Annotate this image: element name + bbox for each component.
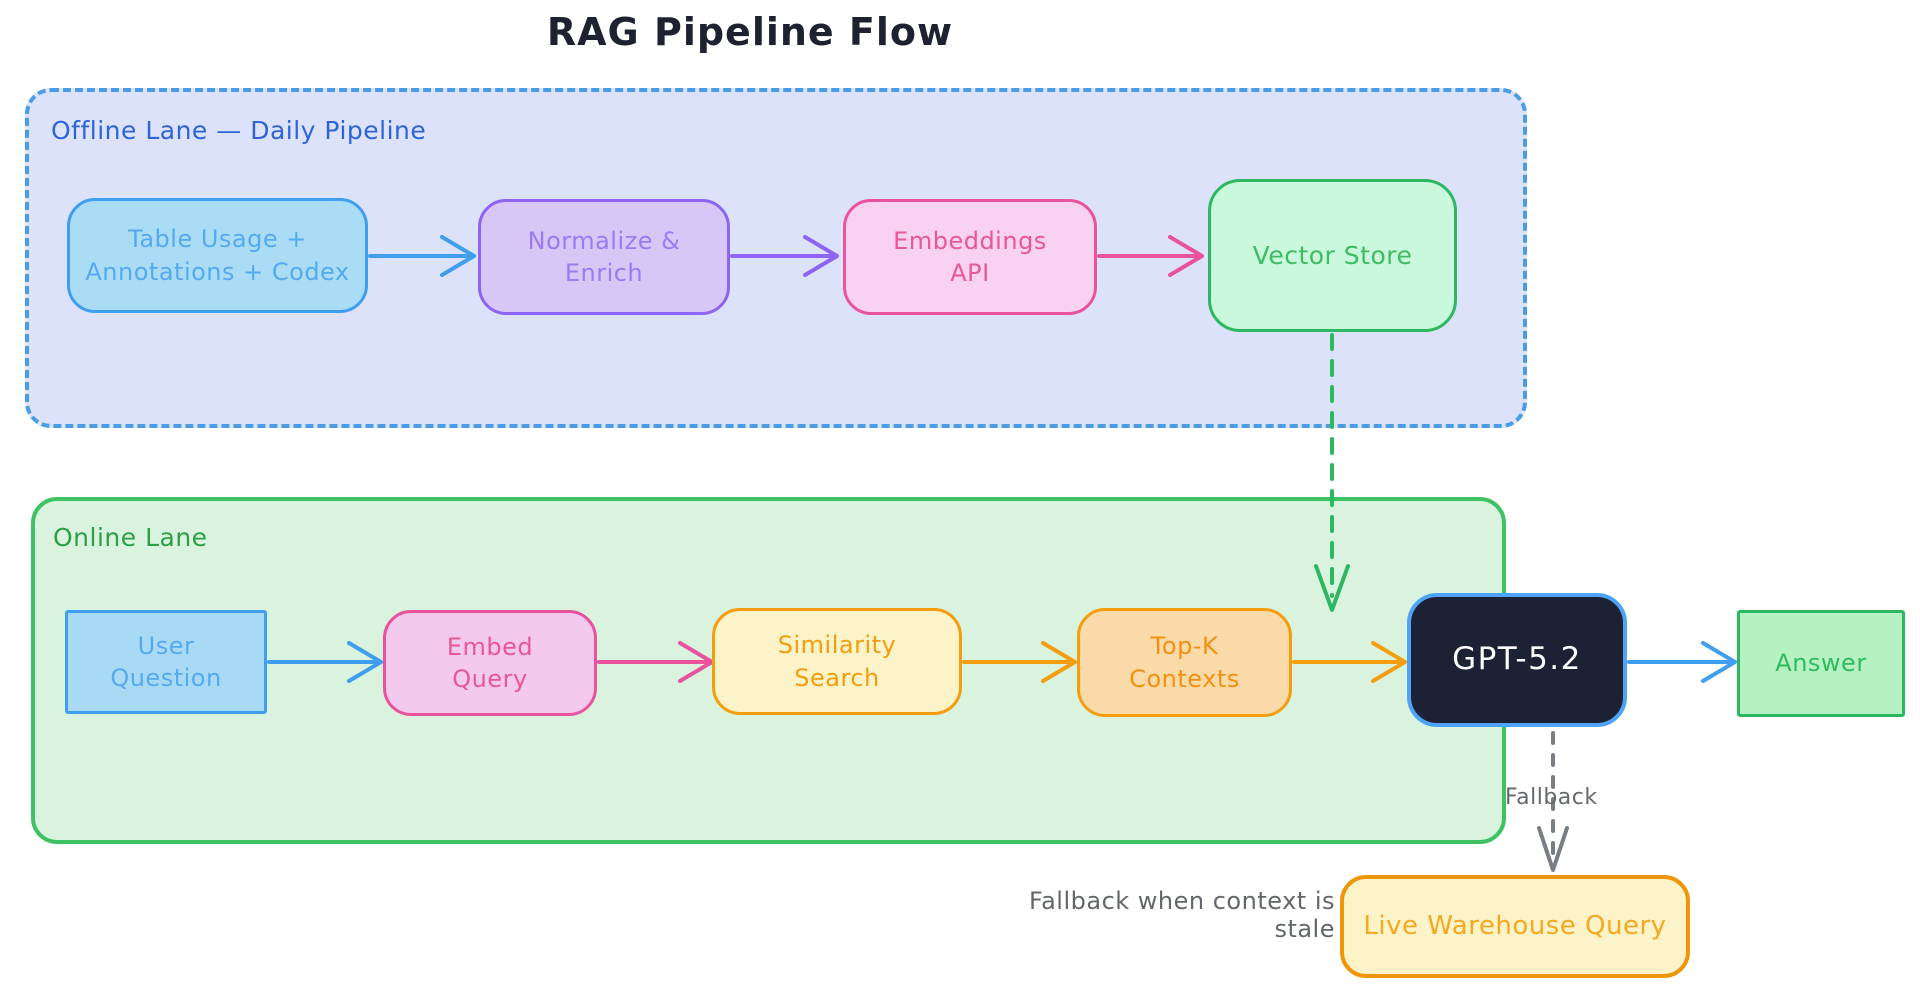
- node-gpt-5-2-label: GPT-5.2: [1452, 641, 1582, 678]
- fallback-edge-label: Fallback: [1505, 785, 1598, 810]
- node-normalize-enrich-label: Normalize & Enrich: [527, 226, 681, 287]
- node-embed-query-label: Embed Query: [446, 632, 534, 693]
- node-vector-store-label: Vector Store: [1252, 240, 1413, 270]
- diagram-title: RAG Pipeline Flow: [546, 10, 954, 54]
- node-live-warehouse-query-label: Live Warehouse Query: [1363, 910, 1667, 941]
- arrow-vectorstore-to-onlinelane: [1314, 333, 1350, 612]
- node-similarity-search: Similarity Search: [712, 608, 962, 715]
- node-vector-store: Vector Store: [1208, 179, 1457, 332]
- arrow-normalize-to-embeddings: [730, 235, 839, 277]
- arrow-userquestion-to-embedquery: [267, 641, 383, 683]
- node-top-k-contexts-label: Top-K Contexts: [1129, 632, 1240, 693]
- node-top-k-contexts: Top-K Contexts: [1077, 608, 1292, 717]
- node-embed-query: Embed Query: [383, 610, 597, 716]
- node-normalize-enrich: Normalize & Enrich: [478, 199, 730, 315]
- arrow-table-to-normalize: [368, 235, 476, 277]
- fallback-note: Fallback when context is stale: [1028, 887, 1335, 943]
- arrow-topk-to-gpt: [1292, 641, 1407, 683]
- arrow-gpt-to-answer: [1627, 641, 1737, 683]
- node-embeddings-api: Embeddings API: [843, 199, 1097, 315]
- node-embeddings-api-label: Embeddings API: [893, 226, 1047, 287]
- arrow-embedquery-to-similarity: [597, 641, 714, 683]
- node-live-warehouse-query: Live Warehouse Query: [1340, 875, 1690, 978]
- offline-lane-label: Offline Lane — Daily Pipeline: [51, 116, 427, 145]
- arrow-embeddings-to-vectorstore: [1097, 235, 1204, 277]
- arrow-gpt-to-warehouse: [1537, 731, 1569, 872]
- node-user-question-label: User Question: [110, 631, 222, 692]
- node-table-usage: Table Usage + Annotations + Codex: [67, 198, 368, 313]
- node-similarity-search-label: Similarity Search: [777, 631, 897, 692]
- online-lane-label: Online Lane: [53, 523, 208, 552]
- node-answer: Answer: [1737, 610, 1905, 717]
- node-user-question: User Question: [65, 610, 267, 714]
- arrow-similarity-to-topk: [962, 641, 1077, 683]
- node-gpt-5-2: GPT-5.2: [1407, 593, 1627, 727]
- node-table-usage-label: Table Usage + Annotations + Codex: [85, 225, 350, 286]
- node-answer-label: Answer: [1775, 649, 1867, 678]
